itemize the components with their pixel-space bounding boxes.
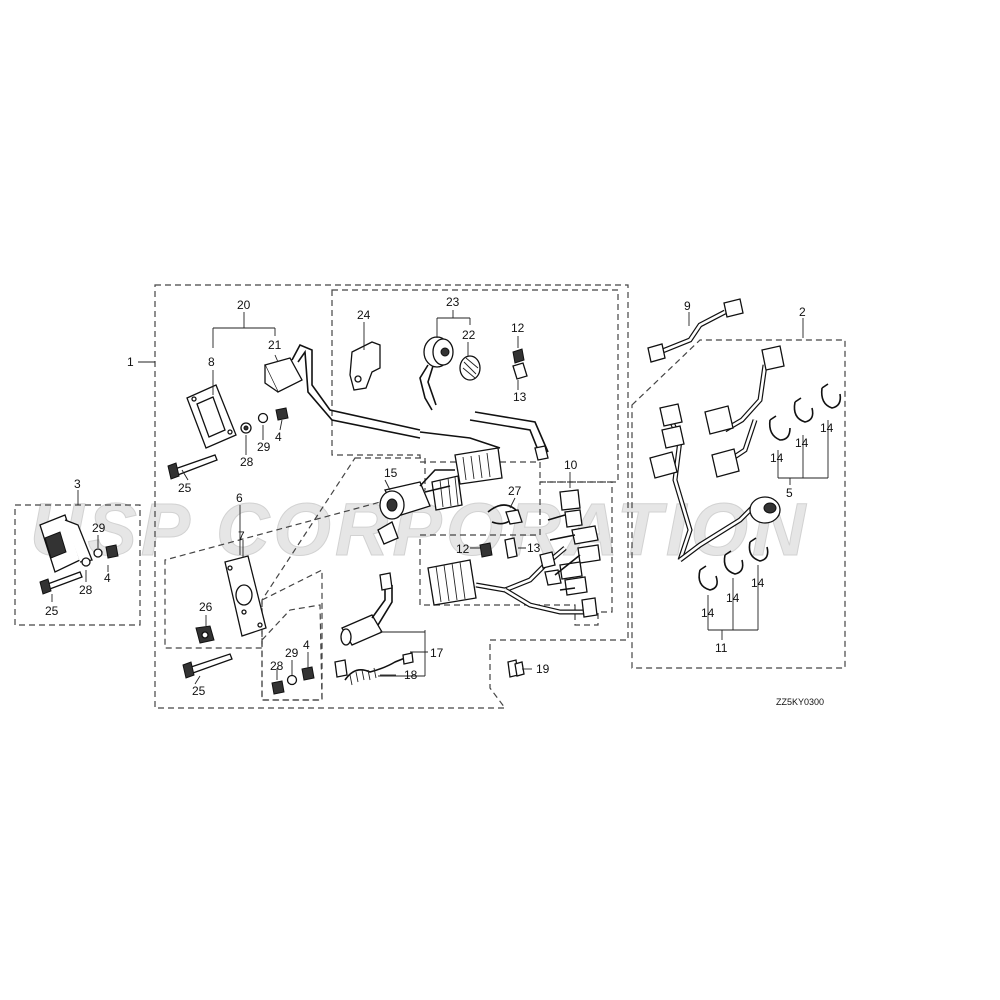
terminal-12-13-upper bbox=[512, 348, 528, 380]
callout-25b: 25 bbox=[192, 684, 206, 698]
fasteners-upper bbox=[167, 407, 289, 480]
callout-15: 15 bbox=[384, 466, 398, 480]
callout-11: 11 bbox=[715, 641, 728, 655]
harness-2 bbox=[649, 345, 785, 562]
assembly-10-box bbox=[419, 481, 613, 626]
switch-assembly-3 bbox=[39, 514, 119, 595]
callout-3: 3 bbox=[74, 477, 81, 491]
callout-4a: 4 bbox=[275, 430, 282, 444]
choke-17 bbox=[334, 572, 414, 686]
callout-28c: 28 bbox=[79, 583, 93, 597]
callout-14c: 14 bbox=[820, 421, 834, 435]
callout-12b: 12 bbox=[456, 542, 470, 556]
callout-19: 19 bbox=[536, 662, 550, 676]
leader-lines bbox=[51, 310, 829, 685]
callout-8: 8 bbox=[208, 355, 215, 369]
ignition-switch-15 bbox=[377, 469, 463, 545]
clamp-27 bbox=[487, 504, 523, 525]
callout-17: 17 bbox=[430, 646, 444, 660]
clip-19 bbox=[507, 659, 525, 678]
sub-harness-9 bbox=[647, 298, 744, 363]
callout-26: 26 bbox=[199, 600, 213, 614]
callout-1: 1 bbox=[127, 355, 134, 369]
diagram-code: ZZ5KY0300 bbox=[776, 697, 824, 707]
callout-12a: 12 bbox=[511, 321, 525, 335]
key-plate-7 bbox=[195, 555, 267, 644]
callout-29a: 29 bbox=[257, 440, 271, 454]
callout-29b: 29 bbox=[285, 646, 299, 660]
callout-2: 2 bbox=[799, 305, 806, 319]
callout-27: 27 bbox=[508, 484, 522, 498]
callout-13a: 13 bbox=[513, 390, 527, 404]
callout-25a: 25 bbox=[178, 481, 192, 495]
callout-14a: 14 bbox=[770, 451, 784, 465]
callout-10: 10 bbox=[564, 458, 578, 472]
callout-14e: 14 bbox=[726, 591, 740, 605]
bracket-24 bbox=[349, 341, 381, 391]
callout-5: 5 bbox=[786, 486, 793, 500]
assembly-24-box bbox=[331, 289, 619, 483]
callout-28b: 28 bbox=[270, 659, 284, 673]
callout-22: 22 bbox=[462, 328, 476, 342]
assembly-28-box bbox=[261, 604, 323, 701]
callout-20: 20 bbox=[237, 298, 251, 312]
fasteners-lower bbox=[271, 666, 315, 695]
assembly-3-outline bbox=[14, 504, 141, 626]
callout-labels: 1 20 21 8 28 29 4 25 24 23 22 12 13 15 1… bbox=[45, 295, 834, 707]
screw-25-lower bbox=[182, 653, 233, 679]
callout-13b: 13 bbox=[527, 541, 541, 555]
clips-14-upper bbox=[768, 383, 842, 441]
callout-14b: 14 bbox=[795, 436, 809, 450]
callout-4b: 4 bbox=[303, 638, 310, 652]
buzzer-23 bbox=[419, 336, 481, 411]
clips-14-lower bbox=[698, 537, 769, 591]
assembly-1-outline bbox=[154, 284, 629, 709]
callout-7: 7 bbox=[238, 529, 245, 543]
assembly-2-outline bbox=[631, 339, 846, 669]
callout-24: 24 bbox=[357, 308, 371, 322]
connector-block-upper bbox=[419, 411, 549, 485]
callout-18: 18 bbox=[404, 668, 418, 682]
callout-28a: 28 bbox=[240, 455, 254, 469]
terminal-12-13-lower bbox=[479, 537, 518, 559]
callout-25c: 25 bbox=[45, 604, 59, 618]
callout-23: 23 bbox=[446, 295, 460, 309]
assembly-17-box bbox=[261, 569, 323, 701]
switch-plate-8 bbox=[186, 384, 237, 449]
callout-9: 9 bbox=[684, 299, 691, 313]
main-harness-10 bbox=[427, 489, 601, 618]
switch-21 bbox=[264, 343, 421, 439]
assembly-6-box bbox=[164, 457, 426, 649]
callout-29c: 29 bbox=[92, 521, 106, 535]
callout-6: 6 bbox=[236, 491, 243, 505]
callout-21: 21 bbox=[268, 338, 282, 352]
callout-4c: 4 bbox=[104, 571, 111, 585]
callout-14d: 14 bbox=[701, 606, 715, 620]
callout-14f: 14 bbox=[751, 576, 765, 590]
